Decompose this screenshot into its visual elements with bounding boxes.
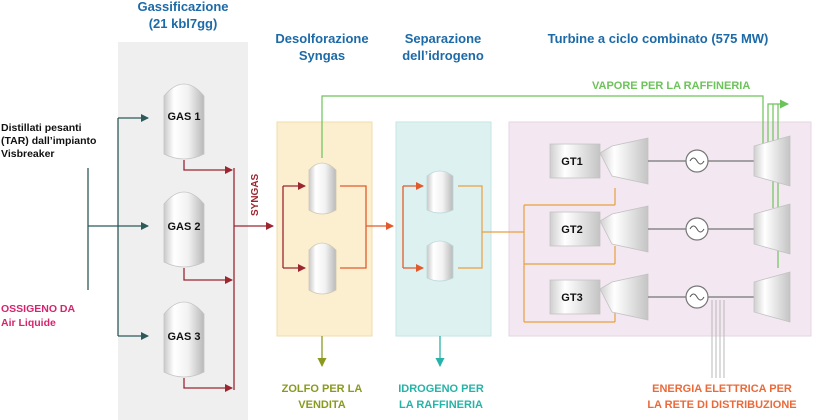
feed-lines [87,114,149,340]
desulf-tank-1 [308,162,337,215]
gt3-body [549,279,601,315]
desulf-tank-2 [308,242,337,295]
gasifier-tank-1 [163,83,205,160]
sulfur-output-label-line2: VENDITA [298,399,346,411]
desulfurization-panel [276,121,373,337]
st1-body [753,135,791,187]
gt1-sine-icon [689,157,705,165]
desulfurization-title-line1: Desolforazione [275,31,368,46]
gt2-sine-icon [689,225,705,233]
turbine-label-gt3: GT3 [561,292,582,304]
gt2-body [549,211,601,247]
st3-body [753,271,791,323]
syngas-label: SYNGAS [250,173,261,216]
turbines-title: Turbine a ciclo combinato (575 MW) [548,31,769,46]
turbine-label-gt1: GT1 [561,156,582,168]
separation-tank-2 [426,240,454,282]
sulfur-output-label-line1: ZOLFO PER LA [282,383,363,395]
turbine-train-3 [549,271,791,323]
tar-feed-label-line2: (TAR) dall’impianto [1,135,96,147]
syngas-out-gas1 [183,160,233,174]
gt1-body [549,143,601,179]
power-output-label-line2: LA RETE DI DISTRIBUZIONE [647,399,796,411]
separation-panel [395,121,492,337]
syngas-lines [183,160,306,392]
steam-export-line [767,99,789,150]
separation-title-line1: Separazione [405,31,482,46]
gasifier-label-3: GAS 3 [167,331,200,343]
oxygen-feed-label-line2: Air Liquide [1,317,56,329]
syngas-out-gas2 [183,268,233,284]
tar-feed-label-line3: Visbreaker [1,148,55,160]
turbine-label-gt2: GT2 [561,224,582,236]
power-output-label-line1: ENERGIA ELETTRICA PER [652,383,792,395]
clean-syngas-lines [340,182,424,272]
separation-title-line2: dell’idrogeno [402,48,484,63]
gasification-title: Gassificazione [137,0,228,14]
oxygen-feed-label-line1: OSSIGENO DA [1,303,76,315]
syngas-out-gas3 [183,378,233,392]
tar-feed-label-line1: Distillati pesanti [1,122,82,134]
hydrogen-output-label-line1: IDROGENO PER [398,383,484,395]
gasification-capacity: (21 kbl7gg) [149,16,218,31]
gasifier-tank-2 [163,191,205,268]
desulfurization-title-line2: Syngas [299,48,345,63]
separation-out [458,185,483,269]
fuel-gas-lines [458,185,616,323]
gasifier-tank-3 [163,301,205,378]
gasifier-label-2: GAS 2 [167,221,200,233]
turbine-train-1 [549,135,791,187]
gasifier-label-1: GAS 1 [167,111,200,123]
hydrogen-output-label-line2: LA RAFFINERIA [399,399,483,411]
separation-tank-1 [426,170,454,214]
desulf-out-1 [340,185,367,269]
steam-main-line [321,95,764,158]
steam-label: VAPORE PER LA RAFFINERIA [592,80,750,92]
power-lines [711,300,725,378]
gt3-sine-icon [689,293,705,301]
st2-body [753,203,791,255]
turbine-train-2 [549,203,791,255]
